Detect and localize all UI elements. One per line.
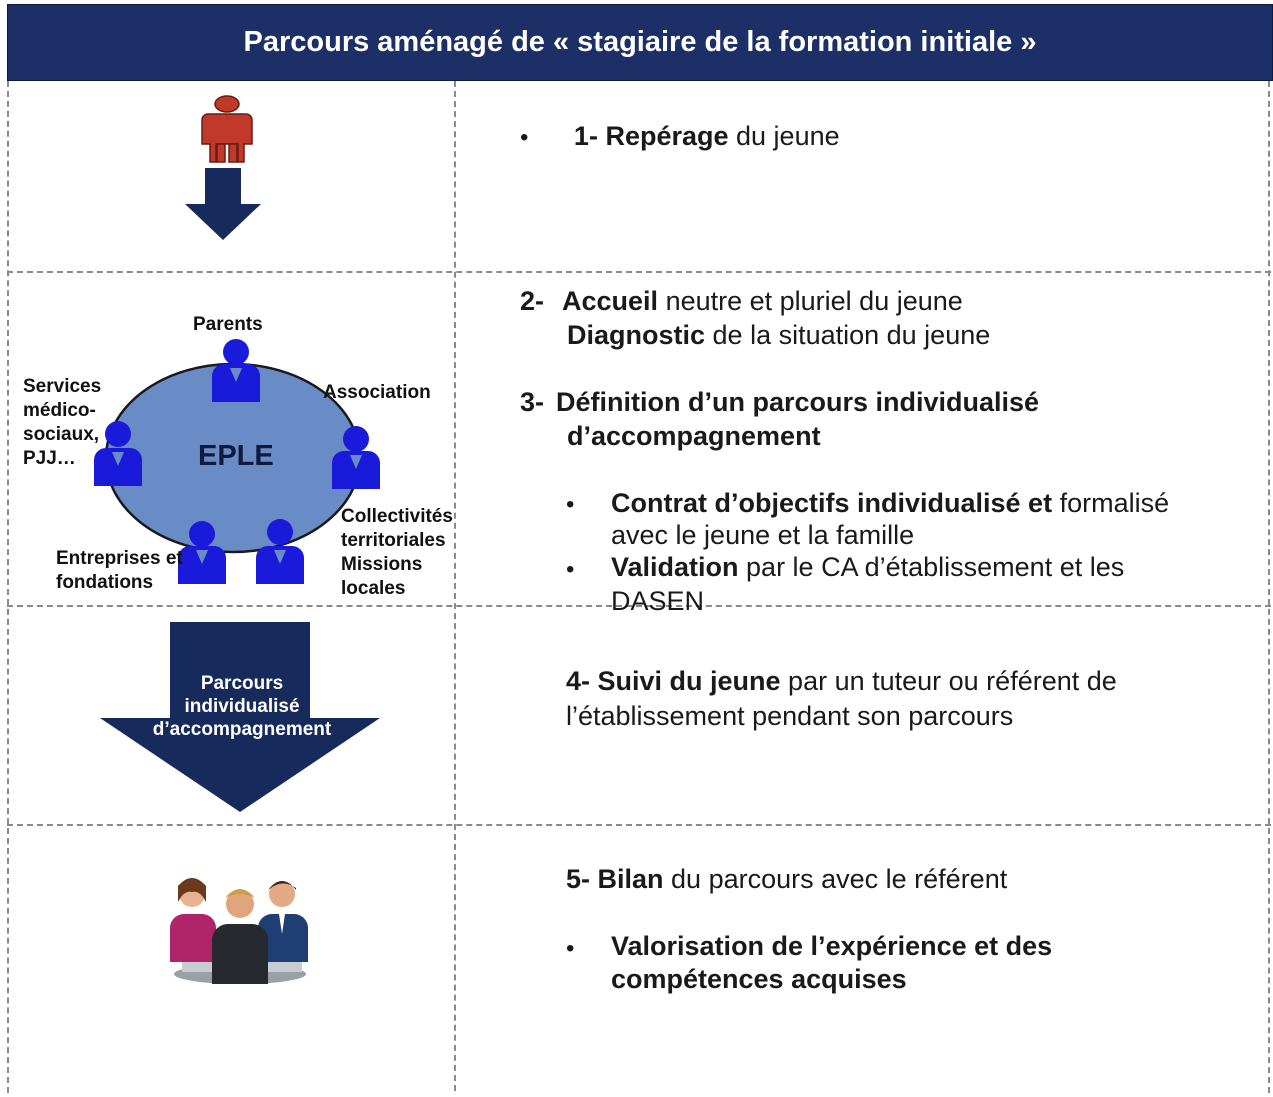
step5-line: 5- Bilan du parcours avec le référent [566, 864, 1008, 894]
down-arrow-icon [185, 168, 261, 240]
step4-line2: l’établissement pendant son parcours [566, 701, 1014, 731]
parcours-arrow [100, 622, 380, 812]
bullet: • [566, 491, 575, 518]
person-blue-icon [332, 426, 380, 489]
person-blue-icon [212, 339, 260, 402]
column-divider [454, 81, 456, 1091]
step2-line1: 2-Accueil neutre et pluriel du jeune [520, 286, 963, 316]
bullet: • [566, 935, 575, 962]
bullet: • [566, 556, 575, 583]
parents-label: Parents [193, 314, 263, 335]
person-blue-icon [94, 421, 142, 486]
valorisation-item: Valorisation de l’expérience et des [611, 931, 1053, 961]
meeting-people-icon [170, 878, 308, 984]
diagram-frame [7, 81, 1270, 1093]
contrat-item-line2: avec le jeune et la famille [611, 520, 915, 550]
row-divider [7, 605, 1271, 607]
step1-line: • 1- Repérage du jeune [520, 121, 840, 151]
person-red-icon [201, 95, 253, 163]
step4-line1: 4- Suivi du jeune par un tuteur ou référ… [566, 666, 1117, 696]
person-blue-icon [178, 521, 226, 584]
contrat-item: Contrat d’objectifs individualisé et for… [611, 488, 1170, 518]
page-title: Parcours aménagé de « stagiaire de la fo… [7, 4, 1273, 81]
validation-item: Validation par le CA d’établissement et … [611, 552, 1125, 582]
row-divider [7, 824, 1271, 826]
row-divider [7, 271, 1271, 273]
valorisation-item-line2: compétences acquises [611, 964, 907, 994]
step2-line2: Diagnostic de la situation du jeune [567, 320, 991, 350]
step3-heading-line2: d’accompagnement [567, 421, 821, 451]
eple-label: EPLE [198, 440, 274, 472]
step3-heading: 3-Définition d’un parcours individualisé [520, 387, 1040, 417]
person-blue-icon [256, 519, 304, 584]
association-label: Association [323, 382, 431, 403]
validation-item-line2: DASEN [611, 586, 705, 616]
